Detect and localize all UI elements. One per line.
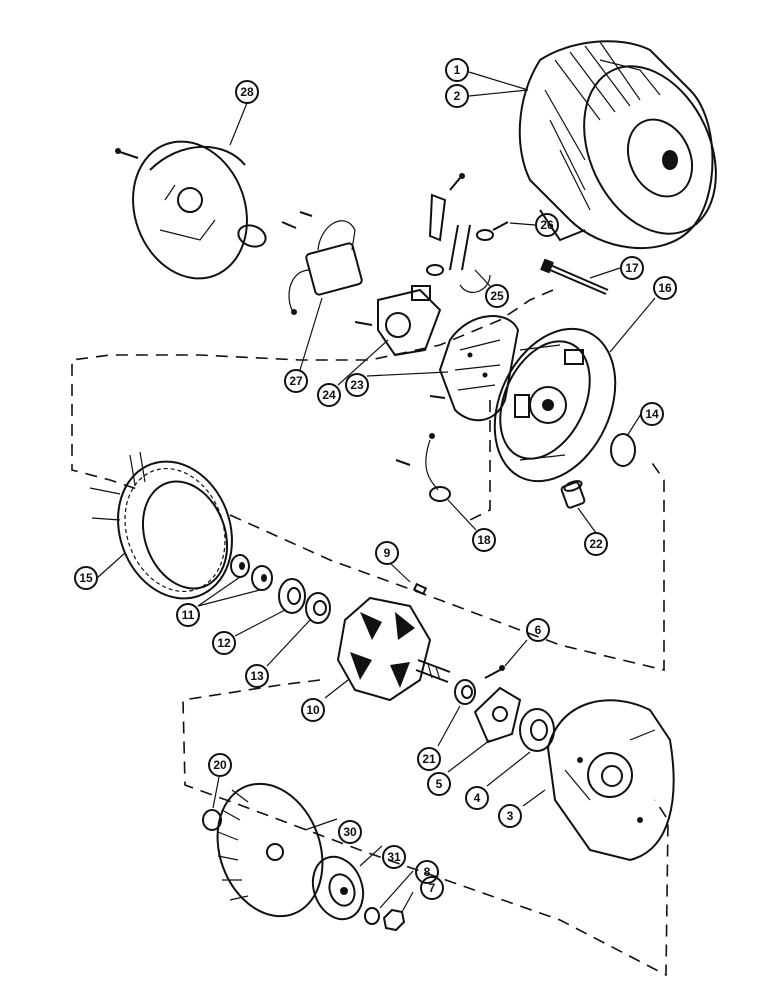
- dashed-line-lower: [182, 679, 669, 977]
- callout-label-25: 25: [490, 289, 504, 303]
- callout-1: 1: [445, 58, 469, 82]
- callout-10: 10: [301, 698, 325, 722]
- callout-11: 11: [176, 603, 200, 627]
- callout-31: 31: [382, 845, 406, 869]
- lead-wire: [395, 433, 451, 502]
- pulley-nut: [382, 908, 406, 932]
- callout-label-13: 13: [250, 669, 264, 683]
- drive-end-parts: [454, 665, 555, 752]
- callout-label-14: 14: [645, 407, 659, 421]
- dashed-line-terminal: [469, 400, 491, 521]
- callout-label-21: 21: [422, 752, 436, 766]
- callout-2: 2: [445, 84, 469, 108]
- callout-9: 9: [375, 541, 399, 565]
- callout-label-5: 5: [436, 777, 443, 791]
- callout-label-4: 4: [474, 791, 481, 805]
- assembly-dashed-lines: [71, 289, 669, 977]
- callout-label-17: 17: [625, 261, 639, 275]
- callout-3: 3: [498, 804, 522, 828]
- callout-16: 16: [653, 276, 677, 300]
- callout-label-22: 22: [589, 537, 603, 551]
- woodruff-key: [412, 582, 428, 596]
- callout-6: 6: [526, 618, 550, 642]
- drive-end-housing: [546, 699, 675, 862]
- slip-ring-end-housing: [493, 327, 617, 483]
- callout-26: 26: [535, 213, 559, 237]
- fan: [216, 782, 324, 918]
- callout-5: 5: [427, 772, 451, 796]
- o-ring: [610, 433, 636, 467]
- callout-label-16: 16: [658, 281, 672, 295]
- callout-24: 24: [317, 383, 341, 407]
- callout-label-6: 6: [535, 623, 542, 637]
- callout-17: 17: [620, 256, 644, 280]
- callout-label-30: 30: [343, 825, 357, 839]
- callout-label-24: 24: [322, 388, 336, 402]
- rear-cover: [115, 140, 267, 280]
- callout-25: 25: [485, 284, 509, 308]
- callout-label-28: 28: [240, 85, 254, 99]
- voltage-regulator: [281, 211, 363, 315]
- callout-label-18: 18: [477, 533, 491, 547]
- rotor: [336, 596, 451, 702]
- callout-label-2: 2: [454, 89, 461, 103]
- callout-14: 14: [640, 402, 664, 426]
- callout-4: 4: [465, 786, 489, 810]
- callout-15: 15: [74, 566, 98, 590]
- callout-label-26: 26: [540, 218, 554, 232]
- through-bolt: [540, 258, 609, 295]
- pulley: [311, 855, 365, 921]
- terminal-bolts: [426, 173, 509, 293]
- callout-30: 30: [338, 820, 362, 844]
- callout-label-10: 10: [306, 703, 320, 717]
- callout-label-23: 23: [350, 378, 364, 392]
- callout-label-27: 27: [289, 374, 303, 388]
- stator: [89, 451, 233, 600]
- dashed-line-upper: [71, 289, 554, 491]
- callout-label-20: 20: [213, 758, 227, 772]
- callout-18: 18: [472, 528, 496, 552]
- callouts: 1 2 28 26 17 25 16 27 24 23 14 18 22 15 …: [74, 58, 677, 900]
- dashed-line-middle: [229, 459, 665, 672]
- brush-holder: [354, 285, 442, 357]
- callout-label-9: 9: [384, 546, 391, 560]
- spacer-20: [202, 809, 222, 831]
- callout-13: 13: [245, 664, 269, 688]
- leader-lines: [96, 71, 656, 913]
- callout-label-31: 31: [387, 850, 401, 864]
- callout-23: 23: [345, 373, 369, 397]
- alternator-assembly: [518, 40, 717, 250]
- callout-label-3: 3: [507, 809, 514, 823]
- callout-label-12: 12: [217, 636, 231, 650]
- callout-12: 12: [212, 631, 236, 655]
- callout-label-11: 11: [182, 608, 195, 622]
- callout-21: 21: [417, 747, 441, 771]
- callout-20: 20: [208, 753, 232, 777]
- callout-label-1: 1: [454, 63, 461, 77]
- bushing: [560, 480, 586, 509]
- callout-27: 27: [284, 369, 308, 393]
- callout-label-15: 15: [79, 571, 93, 585]
- callout-22: 22: [584, 532, 608, 556]
- rectifier-plate: [429, 315, 520, 422]
- callout-label-8: 8: [424, 865, 431, 879]
- callout-7: 7: [420, 876, 444, 900]
- callout-28: 28: [235, 80, 259, 104]
- lock-washer: [364, 907, 380, 925]
- callout-label-7: 7: [429, 881, 436, 895]
- callout-8: 8: [415, 860, 439, 884]
